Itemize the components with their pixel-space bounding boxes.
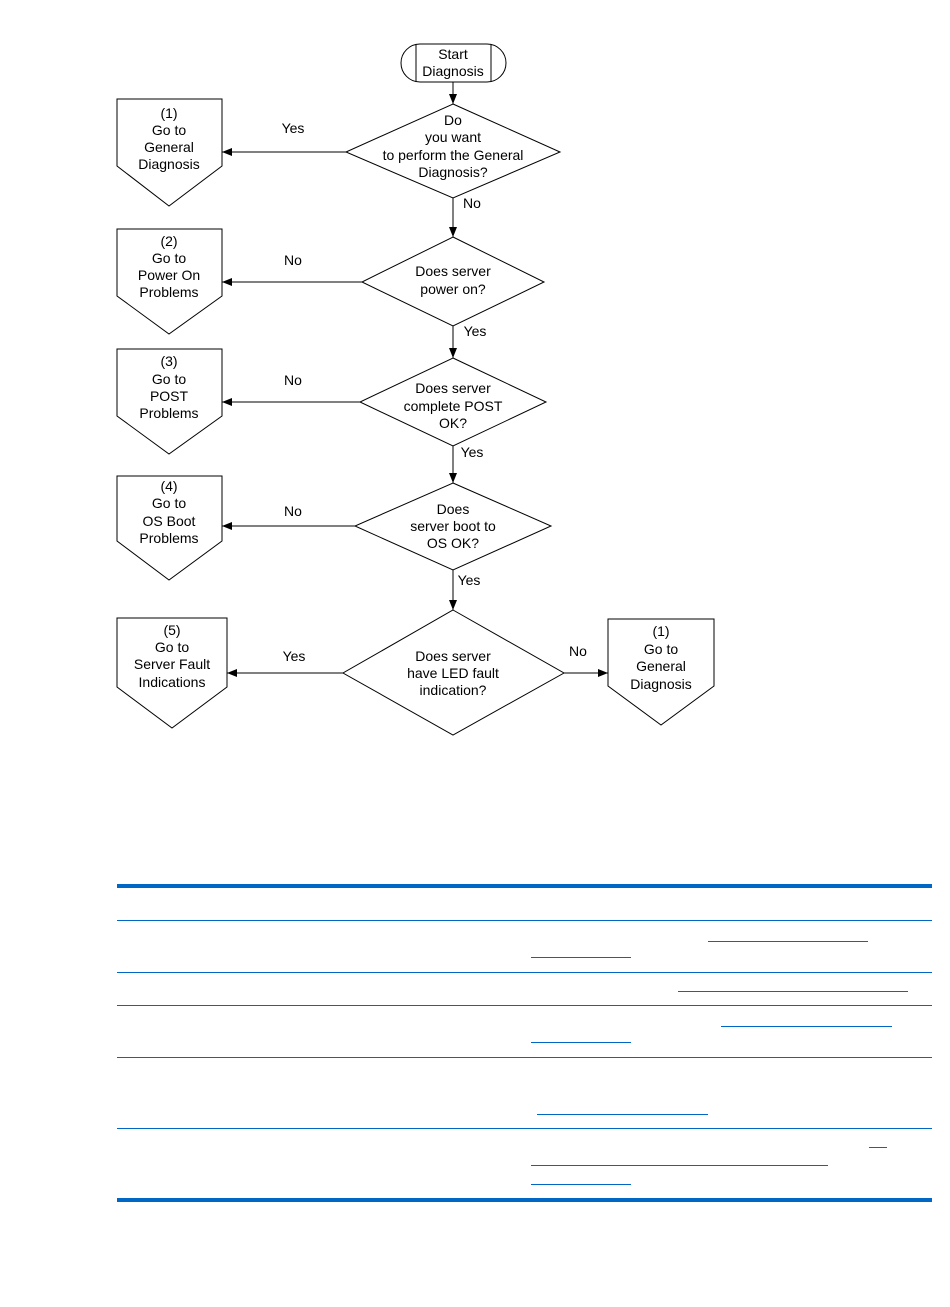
label-d5-yes: Yes [283,648,306,664]
offpage-3-line-4: Problems [139,405,198,421]
offpage-4-line-1: (4) [160,478,177,494]
start-label-1: Start [438,46,468,62]
decision-4-line-3: OS OK? [427,535,479,551]
table-row-rule [117,1128,932,1129]
offpage-6-line-4: Diagnosis [630,676,691,692]
decision-1-line-4: Diagnosis? [418,164,487,180]
offpage-6-general-diagnosis: (1) Go to General Diagnosis [607,618,715,726]
offpage-2-line-2: Go to [152,250,186,266]
decision-3: Does server complete POST OK? [358,357,548,447]
decision-1-line-3: to perform the General [383,147,524,163]
table-row-rule [117,972,932,973]
branch-labels: Yes No No Yes No Yes No Yes Yes No [282,120,588,664]
connectors [222,82,608,677]
offpage-3-line-3: POST [150,388,189,404]
table-link[interactable] [531,1184,631,1185]
table-link[interactable] [708,941,868,942]
table-row-rule [117,1005,932,1006]
offpage-4-line-3: OS Boot [143,513,196,529]
table-link[interactable] [531,957,631,958]
decision-1-line-2: you want [425,129,481,145]
table-link[interactable] [721,1026,892,1027]
offpage-4-line-2: Go to [152,495,186,511]
decision-1-line-1: Do [444,112,462,128]
offpage-5-line-4: Indications [139,674,206,690]
decision-4-line-2: server boot to [410,518,496,534]
start-label-2: Diagnosis [422,63,483,79]
label-d3-yes: Yes [461,444,484,460]
decision-5-line-3: indication? [420,682,487,698]
table-row [117,1006,932,1057]
table-header-rule [117,920,932,921]
table-link[interactable] [678,991,908,992]
offpage-5-line-3: Server Fault [134,656,210,672]
label-d2-yes: Yes [464,323,487,339]
offpage-3-line-1: (3) [160,353,177,369]
label-d5-no: No [569,643,587,659]
label-d4-no: No [284,503,302,519]
start-terminator: Start Diagnosis [400,43,507,83]
table-top-rule [117,884,932,888]
table-link[interactable] [869,1147,887,1148]
offpage-5-server-fault-indications: (5) Go to Server Fault Indications [116,617,228,729]
offpage-2-power-on-problems: (2) Go to Power On Problems [116,228,223,335]
label-d2-no: No [284,252,302,268]
troubleshooting-flowchart: Start Diagnosis Do you want to perform t… [116,43,715,736]
offpage-2-line-3: Power On [138,267,200,283]
table-row-rule [117,1057,932,1058]
table-row [117,921,932,972]
label-d1-yes: Yes [282,120,305,136]
table-header-row [117,888,932,920]
offpage-1-line-2: Go to [152,122,186,138]
offpage-5-line-1: (5) [163,622,180,638]
table-row [117,973,932,1005]
offpage-6-line-3: General [636,658,686,674]
offpage-2-line-1: (2) [160,233,177,249]
offpage-2-line-4: Problems [139,284,198,300]
table-bottom-rule [117,1198,932,1202]
decision-4: Does server boot to OS OK? [353,482,553,571]
label-d1-no: No [463,195,481,211]
table-link[interactable] [531,1042,631,1043]
offpage-6-line-2: Go to [644,641,678,657]
offpage-3-line-2: Go to [152,371,186,387]
decision-4-line-1: Does [437,501,470,517]
decision-2-line-2: power on? [420,281,486,297]
decision-3-line-3: OK? [439,415,467,431]
label-d3-no: No [284,372,302,388]
table-link[interactable] [537,1114,708,1115]
decision-2-line-1: Does server [415,263,491,279]
offpage-1-line-4: Diagnosis [138,156,199,172]
offpage-5-line-2: Go to [155,639,189,655]
offpage-4-os-boot-problems: (4) Go to OS Boot Problems [116,475,223,581]
decision-5-line-2: have LED fault [407,665,499,681]
decision-1: Do you want to perform the General Diagn… [344,103,562,199]
offpage-1-line-3: General [144,139,194,155]
decision-3-line-1: Does server [415,380,491,396]
offpage-4-line-4: Problems [139,530,198,546]
offpage-3-post-problems: (3) Go to POST Problems [116,348,223,455]
decision-3-line-2: complete POST [404,398,503,414]
decision-5: Does server have LED fault indication? [341,609,566,736]
reference-table [117,884,932,1202]
offpage-6-line-1: (1) [652,623,669,639]
table-row [117,1129,932,1198]
decision-5-line-1: Does server [415,648,491,664]
table-link[interactable] [531,1165,828,1166]
offpage-1-line-1: (1) [160,105,177,121]
label-d4-yes: Yes [458,572,481,588]
decision-2: Does server power on? [360,236,546,327]
offpage-1-general-diagnosis: (1) Go to General Diagnosis [116,98,223,207]
table-row [117,1058,932,1128]
